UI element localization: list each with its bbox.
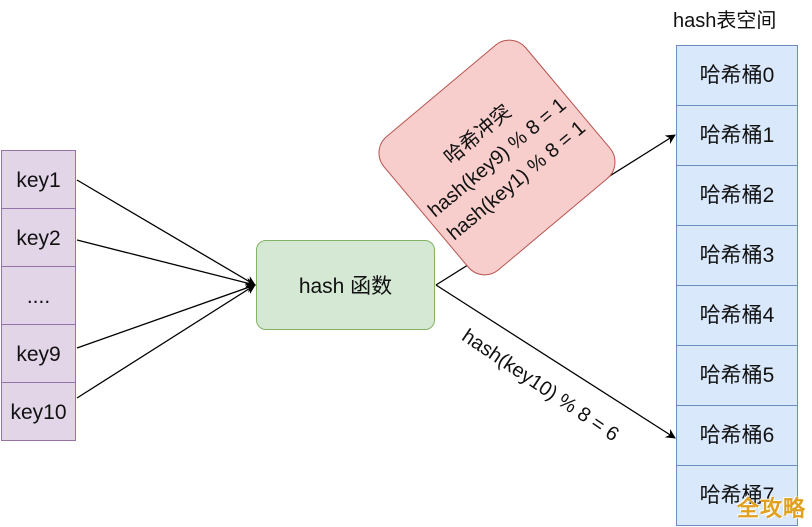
key-box: key2 [1, 208, 76, 267]
arrow-key10-to-hash [76, 284, 256, 399]
bucket-box: 哈希桶0 [676, 45, 798, 106]
key-box: key9 [1, 324, 76, 383]
bucket-box: 哈希桶2 [676, 165, 798, 226]
key-list: key1 key2 .... key9 key10 [1, 150, 76, 441]
bucket-box: 哈希桶6 [676, 405, 798, 466]
bucket-list: 哈希桶0 哈希桶1 哈希桶2 哈希桶3 哈希桶4 哈希桶5 哈希桶6 哈希桶7 [676, 45, 798, 526]
bucket-box: 哈希桶5 [676, 345, 798, 406]
bucket-box: 哈希桶3 [676, 225, 798, 286]
arrow-hash-to-bucket6 [435, 284, 676, 439]
hash-function-label: hash 函数 [298, 275, 393, 298]
arrow-key9-to-hash [76, 283, 256, 349]
arrow-key1-to-hash [76, 179, 256, 286]
arrow-key2-to-hash [76, 239, 256, 288]
key-box: key1 [1, 150, 76, 209]
key-box: key10 [1, 382, 76, 441]
bucket-box: 哈希桶7 [676, 465, 798, 526]
watermark-logo: 全攻略 [736, 496, 806, 521]
hash-space-title: hash表空间 [673, 10, 777, 32]
key-box: .... [1, 266, 76, 325]
bucket-box: 哈希桶1 [676, 105, 798, 166]
hash-function-box: hash 函数 [256, 240, 435, 330]
bucket-box: 哈希桶4 [676, 285, 798, 346]
